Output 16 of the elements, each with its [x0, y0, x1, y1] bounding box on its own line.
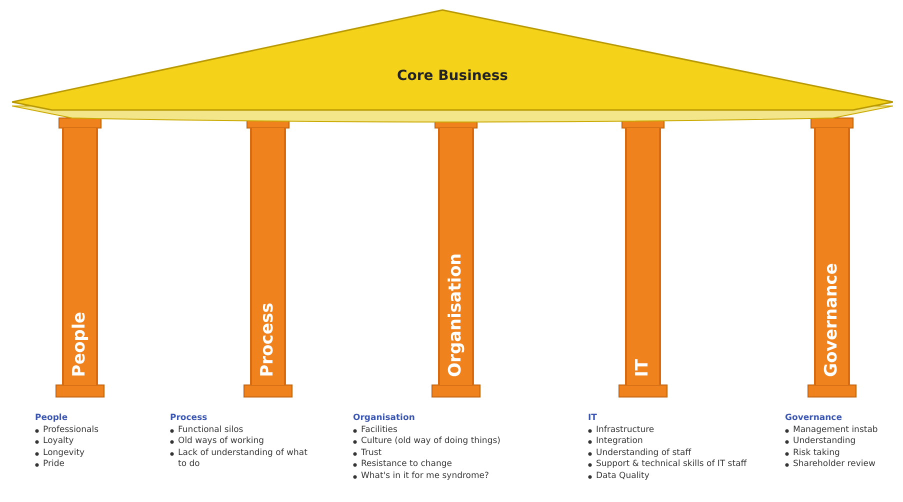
pillar	[814, 128, 850, 385]
pillar-label: IT	[634, 359, 652, 377]
pillar	[250, 128, 286, 385]
pillar	[62, 128, 98, 385]
pillar-label: People	[72, 312, 88, 377]
list-heading: Governance	[785, 413, 843, 425]
pillar	[625, 128, 661, 385]
list-heading: Process	[170, 413, 208, 425]
list-heading: Organisation	[353, 413, 416, 425]
list-heading: People	[35, 413, 69, 425]
pillar	[438, 128, 474, 385]
pillar-label: Governance	[824, 263, 840, 377]
list-heading: IT	[588, 413, 598, 425]
roof-label: Core Business	[396, 68, 510, 84]
pillar-label: Organisation	[448, 253, 464, 377]
pillar-label: Process	[260, 302, 276, 377]
